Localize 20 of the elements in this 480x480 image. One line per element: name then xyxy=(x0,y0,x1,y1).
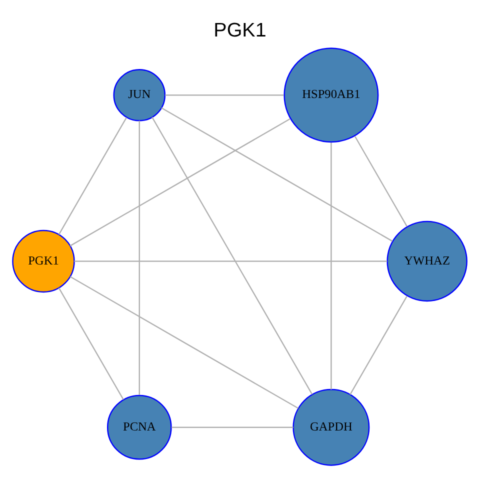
connector xyxy=(354,136,408,226)
node-circle: GAPDH xyxy=(292,388,370,466)
node-circle: YWHAZ xyxy=(386,220,468,302)
connector xyxy=(171,426,294,428)
diagram-title: PGK1 xyxy=(214,19,266,42)
connector xyxy=(58,287,124,400)
node-circle: PGK1 xyxy=(12,229,75,292)
connector xyxy=(330,142,332,390)
connector xyxy=(165,94,284,96)
connector xyxy=(70,118,290,246)
node-circle: JUN xyxy=(113,68,166,121)
node-circle: PCNA xyxy=(106,394,172,460)
node-circle: HSP90AB1 xyxy=(284,47,379,142)
connector xyxy=(161,106,393,242)
connector xyxy=(152,116,313,394)
connector xyxy=(58,116,127,234)
connector xyxy=(138,120,140,394)
connector xyxy=(70,276,298,408)
connector xyxy=(74,260,388,262)
connector xyxy=(350,295,408,394)
